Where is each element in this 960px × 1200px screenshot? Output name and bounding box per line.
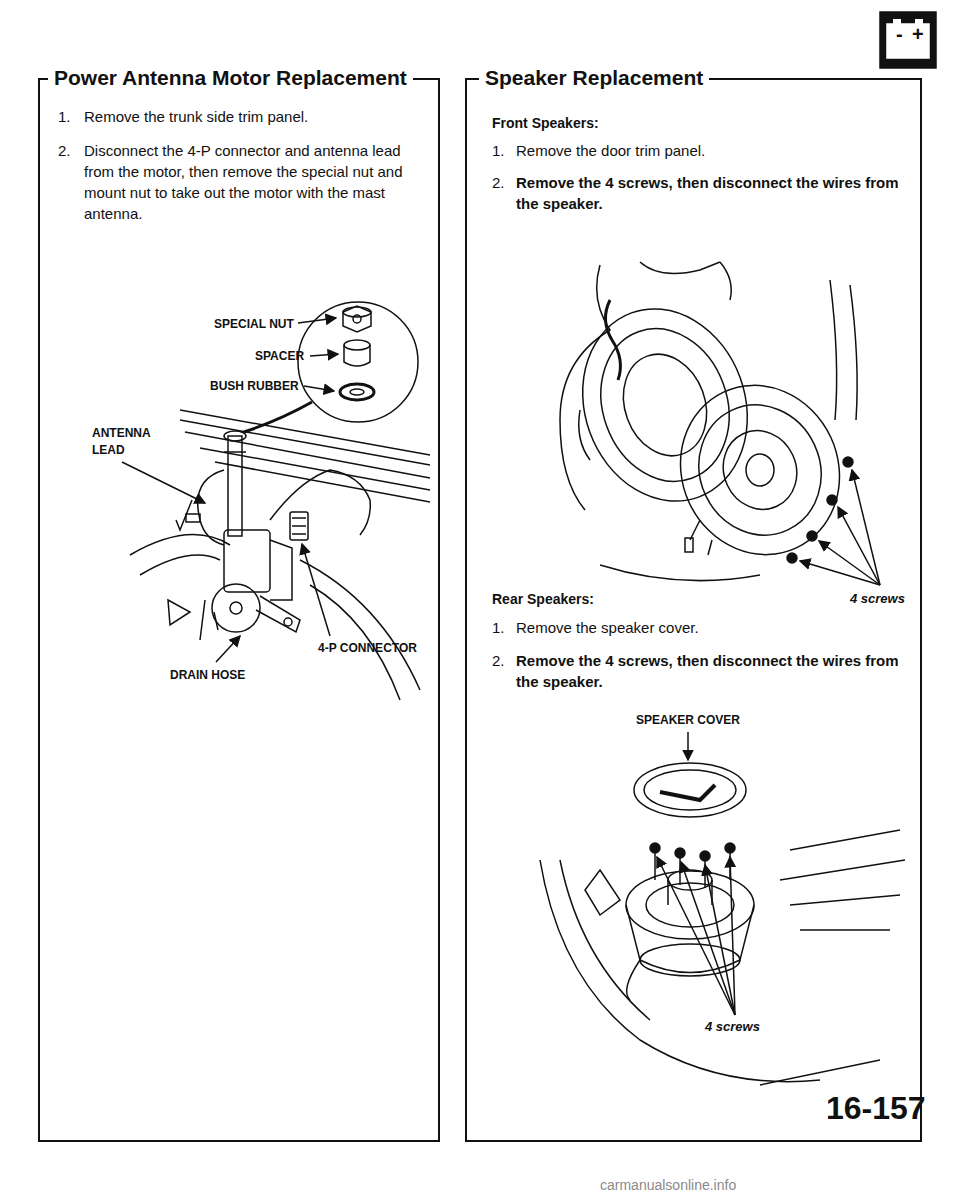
step-text: Remove the 4 screws, then disconnect the… — [516, 650, 906, 692]
battery-symbol: - — [896, 24, 903, 44]
part-name: SPACER — [255, 348, 304, 365]
step-text: Remove the door trim panel. — [516, 140, 906, 161]
step-number: 1. — [492, 617, 505, 638]
step-number: 1. — [492, 140, 505, 161]
part-name: SPEAKER COVER — [636, 712, 740, 729]
part-name: 4 screws — [850, 590, 905, 608]
section-frame: Power Antenna Motor Replacement — [38, 78, 440, 1142]
step-text: Disconnect the 4-P connector and antenna… — [84, 140, 429, 224]
part-name: SPECIAL NUT — [214, 316, 294, 333]
step-number: 2. — [492, 650, 505, 671]
section-heading: Power Antenna Motor Replacement — [48, 65, 413, 91]
part-name: DRAIN HOSE — [170, 667, 245, 684]
page-number: 16-157 — [826, 1092, 926, 1124]
step-text: Remove the trunk side trim panel. — [84, 106, 429, 127]
part-name: 4-P CONNECTOR — [318, 640, 417, 657]
part-name: BUSH RUBBER — [210, 378, 299, 395]
step-text: Remove the speaker cover. — [516, 617, 906, 638]
battery-symbol: + — [912, 24, 924, 44]
section-frame: Speaker Replacement — [465, 78, 922, 1142]
subheading: Front Speakers: — [492, 114, 599, 134]
part-name: ANTENNA LEAD — [92, 425, 154, 459]
watermark: carmanualsonline.info — [600, 1176, 736, 1196]
step-text: Remove the 4 screws, then disconnect the… — [516, 172, 906, 214]
step-number: 2. — [492, 172, 505, 193]
subheading: Rear Speakers: — [492, 590, 594, 610]
step-number: 2. — [58, 140, 71, 161]
section-heading: Speaker Replacement — [479, 65, 709, 91]
part-name: 4 screws — [705, 1018, 760, 1036]
step-number: 1. — [58, 106, 71, 127]
